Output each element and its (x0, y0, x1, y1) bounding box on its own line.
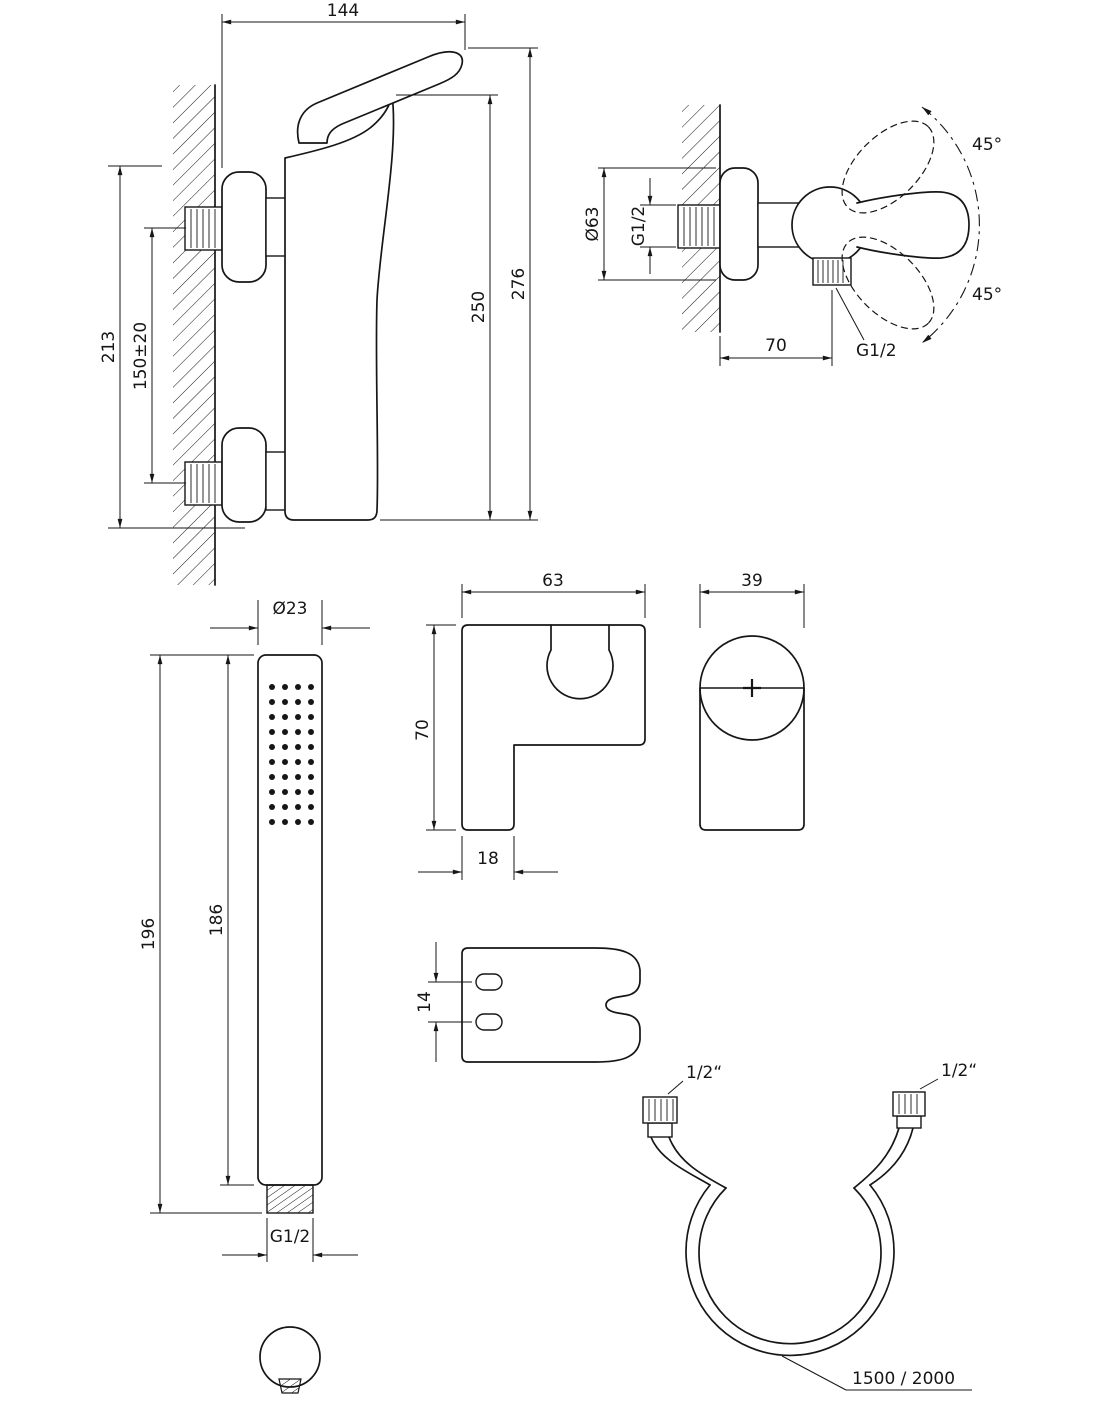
holder-side-body (699, 687, 805, 831)
escutcheon-bottom (221, 427, 267, 523)
dim-width-label: 144 (327, 1, 359, 21)
angle-down-label: 45° (972, 285, 1002, 305)
dim-body-height-label: 250 (469, 291, 489, 323)
hand-shower-bottom-view (259, 1326, 321, 1394)
holder-bottom-view: 14 (415, 942, 641, 1063)
hose-coil-inner (698, 1187, 882, 1345)
dim-hs-total-length-label: 196 (139, 918, 159, 950)
hose-conn-left-label: 1/2“ (686, 1063, 722, 1083)
mount-slot-bottom (475, 1013, 503, 1031)
holder-outline (461, 624, 646, 831)
valve-body (791, 186, 869, 264)
mixer-side-view: 144 276 250 213 150±20 (99, 1, 538, 586)
hose-coil-outer (685, 1184, 895, 1357)
hose-fitting-right (892, 1091, 926, 1129)
hose-length-label: 1500 / 2000 (852, 1369, 955, 1389)
spray-nozzles (266, 680, 318, 830)
inlet-nut-bottom (184, 461, 223, 506)
mixer-top-view: 45° 45° Ø63 G1/2 70 G1/2 (583, 104, 1002, 366)
dim-slot-spacing-label: 14 (415, 991, 435, 1013)
dim-holder-depth-label: 18 (477, 849, 499, 869)
angle-up-label: 45° (972, 135, 1002, 155)
holder-front-view: 63 70 18 (413, 571, 646, 880)
screw-cross-icon (743, 679, 761, 697)
outlet-stub (812, 257, 852, 286)
mount-slot-top (475, 973, 503, 991)
dim-holder-width-label: 63 (542, 571, 564, 591)
dim-hs-body-length-label: 186 (207, 904, 227, 936)
escutcheon (719, 167, 759, 281)
inlet-nut-top (184, 206, 223, 251)
rotation-arc (921, 106, 980, 344)
hand-shower-view: Ø23 196 186 G1/2 (139, 599, 370, 1394)
dim-total-height-label: 276 (509, 268, 529, 300)
holder-bottom-outline (461, 947, 641, 1063)
holder-clamp-cutout (546, 624, 614, 700)
dim-inlet-spacing-label: 150±20 (131, 322, 151, 390)
dim-inlet-thread-label: G1/2 (629, 206, 649, 247)
dim-hs-diameter-label: Ø23 (272, 599, 307, 619)
holder-side-view: 39 (699, 571, 805, 831)
dim-wall-height-label: 213 (99, 331, 119, 363)
hose-fitting-left (642, 1096, 678, 1138)
dim-outlet-thread-label: G1/2 (856, 341, 897, 361)
dim-diameter-label: Ø63 (583, 206, 603, 241)
dim-outlet-offset-label: 70 (765, 336, 787, 356)
hose-conn-right-label: 1/2“ (941, 1061, 977, 1081)
dim-hs-thread-label: G1/2 (270, 1227, 311, 1247)
escutcheon-top (221, 171, 267, 283)
inlet-stub (677, 204, 721, 249)
mixer-body (284, 93, 395, 521)
handle-neutral (856, 191, 970, 259)
mixer-handle (296, 50, 464, 144)
hose-view: 1/2“ 1/2“ 1500 / 2000 (642, 1061, 977, 1391)
wall-hatching (173, 85, 215, 585)
thread-stub (266, 1184, 314, 1214)
dim-holder-height-label: 70 (413, 719, 433, 741)
dim-holder-side-depth-label: 39 (741, 571, 763, 591)
